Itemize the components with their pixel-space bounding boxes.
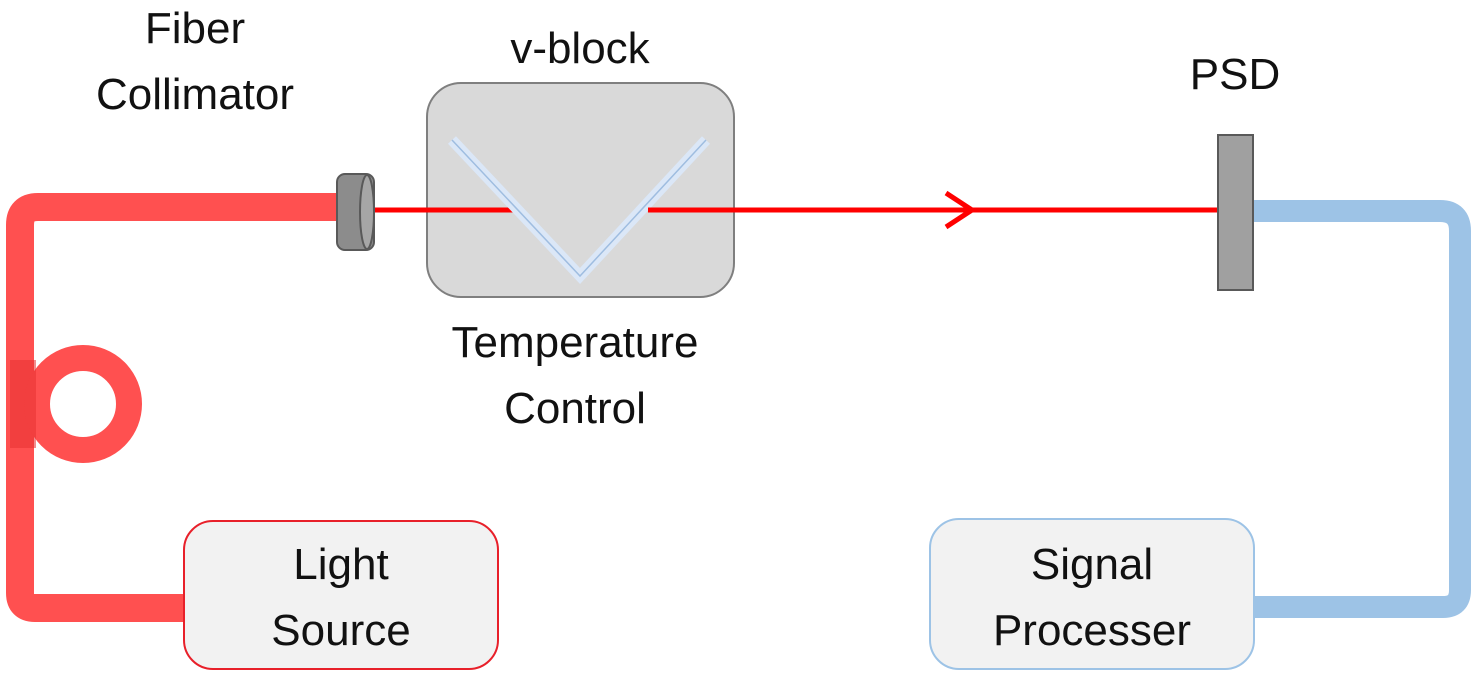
psd-label: PSD — [1189, 50, 1281, 99]
temperature-control-label-line2: Control — [504, 384, 646, 433]
fiber-coil-shade — [10, 360, 36, 448]
v-block-label: v-block — [510, 24, 650, 73]
light-source-label-line1: Light — [293, 540, 389, 589]
psd-detector — [1217, 134, 1254, 291]
collimator-lens — [359, 174, 375, 250]
fiber-collimator-label-line1: Fiber — [144, 4, 246, 53]
temperature-control-block — [426, 82, 735, 298]
fiber-collimator-label-line2: Collimator — [95, 70, 295, 119]
signal-processer-label-line2: Processer — [992, 606, 1192, 655]
fiber-coil — [24, 345, 142, 463]
beam-direction-arrow — [944, 190, 977, 230]
signal-processer-label-line1: Signal — [1030, 540, 1154, 589]
light-source-label-line2: Source — [271, 606, 411, 655]
signal-processer-box — [929, 518, 1255, 670]
temperature-control-label-line1: Temperature — [451, 318, 699, 367]
light-source-box — [183, 520, 499, 670]
blue-fiber — [1252, 200, 1471, 618]
v-groove-edge — [451, 139, 707, 278]
